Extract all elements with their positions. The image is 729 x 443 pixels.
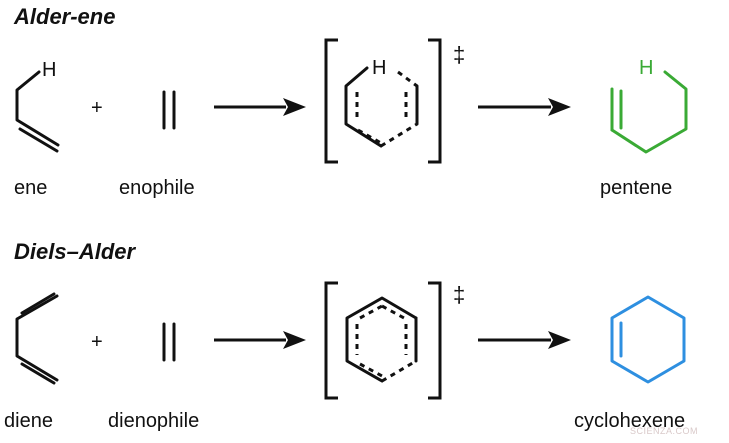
ene-hydrogen: H — [42, 59, 56, 81]
ts2-double-dagger: ‡ — [453, 282, 465, 307]
diene-double-bond-top — [20, 292, 56, 315]
reaction-arrow-4 — [478, 331, 571, 349]
dienophile-molecule — [162, 322, 176, 362]
diene-double-bond-bottom — [20, 362, 56, 385]
ts2-right-bracket — [428, 281, 442, 400]
ts1-hydrogen: H — [372, 57, 386, 79]
plus-sign-1: + — [91, 97, 103, 119]
enophile-molecule — [162, 90, 176, 130]
pentene-hydrogen: H — [639, 57, 653, 79]
ts2-dashed-inner-top-right — [381, 304, 405, 320]
ts2-dashed-bottom-right — [381, 359, 417, 383]
cyclohexene-molecule — [610, 295, 686, 384]
dienophile-label: dienophile — [108, 410, 199, 432]
ts1-double-dagger: ‡ — [453, 42, 465, 67]
alder-ene-title: Alder-ene — [13, 4, 115, 29]
ts1-dashed-bottom-left — [357, 128, 382, 145]
reaction-arrow-3 — [214, 331, 306, 349]
plus-sign-2: + — [91, 331, 103, 353]
ts2-left-bracket — [324, 281, 338, 400]
ts2-dashed-inner-bottom-left — [359, 362, 383, 378]
ene-double-bond — [18, 127, 59, 153]
ts1-solid-bonds — [344, 66, 383, 148]
ene-label: ene — [14, 177, 47, 199]
reaction-arrow-1 — [214, 98, 306, 116]
cyclohexene-ring — [610, 295, 686, 384]
diene-molecule — [15, 292, 59, 385]
ts1-dashed-h-bond — [397, 70, 418, 88]
ts2-solid-bonds — [345, 296, 418, 383]
reaction-arrow-2 — [478, 98, 571, 116]
pentene-label: pentene — [600, 177, 672, 199]
ts1-right-bracket — [428, 38, 442, 164]
pentene-molecule: H — [610, 57, 688, 154]
ene-transition-state: ‡ H — [324, 38, 465, 164]
diene-label: diene — [4, 410, 53, 432]
diels-alder-title: Diels–Alder — [14, 239, 136, 264]
diene-skeleton — [15, 294, 59, 382]
ene-skeleton — [15, 70, 60, 147]
pentene-skeleton — [610, 70, 688, 154]
ene-molecule: H — [15, 59, 60, 153]
watermark: SCIENZA.COM — [630, 426, 698, 436]
ts2-dashed-inner-top-left — [359, 304, 383, 320]
ts1-dashed-bottom-right — [380, 122, 418, 148]
ts1-left-bracket — [324, 38, 338, 164]
diels-alder-transition-state: ‡ — [324, 281, 465, 400]
enophile-label: enophile — [119, 177, 195, 199]
cyclohexene-label: cyclohexene — [574, 410, 685, 432]
